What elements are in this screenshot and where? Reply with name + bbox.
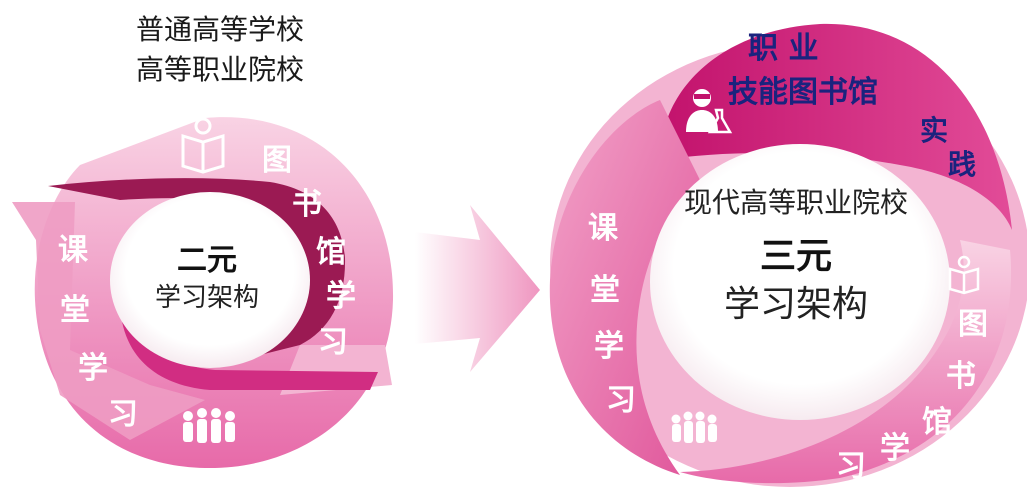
right-center-subtitle: 学习架构 xyxy=(724,284,868,325)
right-classroom-char-2: 堂 xyxy=(590,273,620,308)
practice-char-2: 践 xyxy=(948,148,976,181)
practice-line-1: 职 业 xyxy=(748,31,818,66)
people-group-icon xyxy=(671,411,717,443)
right-library-char-2: 书 xyxy=(946,359,976,394)
left-center-subtitle: 学习架构 xyxy=(155,283,259,313)
right-practice-lobe xyxy=(660,23,1012,230)
left-classroom-char-2: 堂 xyxy=(60,293,90,328)
right-classroom-char-4: 习 xyxy=(606,383,636,418)
right-center-title: 三元 xyxy=(760,236,832,277)
book-reader-icon xyxy=(948,255,980,295)
left-classroom-char-1: 课 xyxy=(58,233,89,268)
left-caption: 普通高等学校 高等职业院校 xyxy=(90,10,350,90)
practice-line-2: 技能图书馆 xyxy=(728,75,878,110)
left-classroom-char-3: 学 xyxy=(78,351,108,386)
left-library-char-1: 图 xyxy=(262,143,292,178)
right-library-char-1: 图 xyxy=(958,307,988,342)
left-center-disc xyxy=(110,192,310,368)
right-classroom-char-3: 学 xyxy=(594,329,624,364)
right-classroom-char-1: 课 xyxy=(588,211,619,246)
left-library-char-3: 馆 xyxy=(316,235,346,270)
left-classroom-tab xyxy=(12,202,205,440)
right-cycle-diagram: 职 业 技能图书馆 实 践 课 堂 学 习 图 书 馆 学 习 现代高等职业院校… xyxy=(549,23,1027,487)
caption-line-1: 普通高等学校 xyxy=(135,13,304,46)
right-classroom-lobe xyxy=(549,100,700,475)
practice-char-1: 实 xyxy=(920,114,948,147)
book-reader-icon xyxy=(181,117,225,174)
right-library-lobe xyxy=(680,240,1012,484)
left-library-char-5: 习 xyxy=(318,325,348,360)
left-library-char-4: 学 xyxy=(326,279,356,314)
caption-line-2: 高等职业院校 xyxy=(135,53,304,86)
right-library-char-5: 习 xyxy=(836,449,866,484)
left-cycle-diagram: 课 堂 学 习 图 书 馆 学 习 二元 学习架构 xyxy=(12,117,394,469)
transition-arrow xyxy=(415,205,540,372)
scientist-icon xyxy=(686,89,733,134)
right-library-char-3: 馆 xyxy=(922,405,952,440)
left-library-char-2: 书 xyxy=(292,187,322,222)
right-library-char-4: 学 xyxy=(880,431,910,466)
right-center-disc xyxy=(650,144,950,420)
people-group-icon xyxy=(183,408,235,443)
left-center-title: 二元 xyxy=(177,243,237,278)
left-lower-band xyxy=(120,300,378,390)
right-center-heading: 现代高等职业院校 xyxy=(684,186,908,219)
left-classroom-char-4: 习 xyxy=(108,397,138,432)
